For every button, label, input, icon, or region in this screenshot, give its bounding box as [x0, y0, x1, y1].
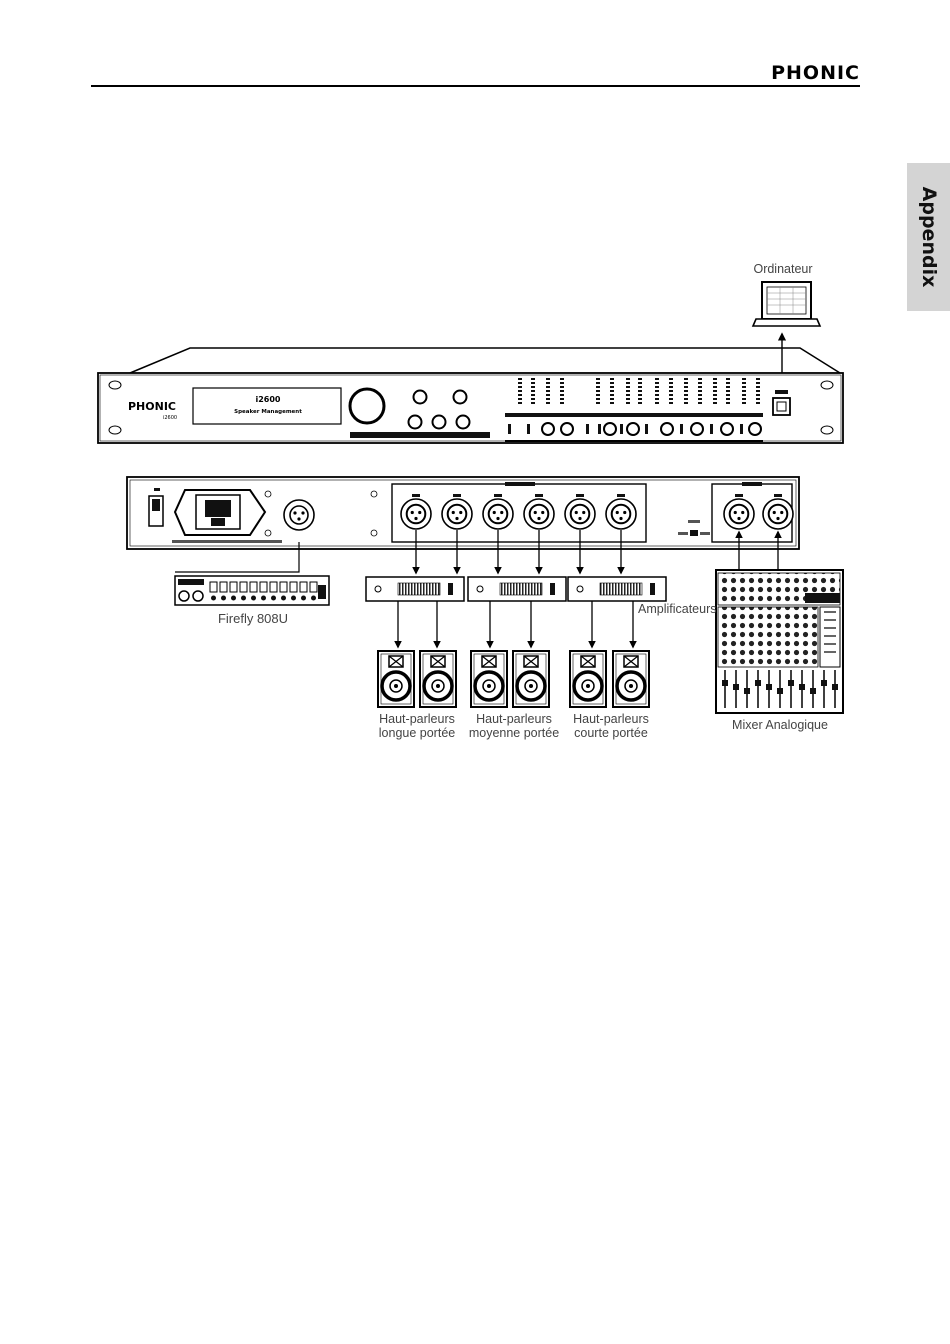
lcd-title: i2600: [255, 395, 280, 404]
speakers-long-line1: Haut-parleurs: [362, 712, 472, 726]
amplifiers: [366, 577, 666, 601]
speakers-long-label: Haut-parleurs longue portée: [362, 712, 472, 740]
speakers-short-line2: courte portée: [556, 726, 666, 740]
speakers-mid-line1: Haut-parleurs: [458, 712, 570, 726]
lcd-display: [193, 388, 341, 424]
speakers-short-line1: Haut-parleurs: [556, 712, 666, 726]
i2600-rear-panel: [127, 477, 799, 549]
firefly-label: Firefly 808U: [205, 612, 301, 626]
speakers-long-line2: longue portée: [362, 726, 472, 740]
amplifiers-label: Amplificateurs: [638, 602, 718, 616]
mixer-label: Mixer Analogique: [720, 718, 840, 732]
firefly-808u-device: [175, 576, 329, 605]
front-model-text: i2600: [163, 415, 177, 421]
encoder-knob: [350, 389, 384, 423]
computer-label: Ordinateur: [742, 262, 824, 276]
speakers-mid-label: Haut-parleurs moyenne portée: [458, 712, 570, 740]
speakers: [378, 651, 649, 707]
i2600-front-panel: PHONIC i2600 i2600 Speaker Management: [98, 348, 843, 443]
analog-mixer: [716, 570, 843, 713]
speakers-short-label: Haut-parleurs courte portée: [556, 712, 666, 740]
front-brand-text: PHONIC: [128, 400, 176, 413]
lcd-subtitle: Speaker Management: [234, 409, 302, 415]
laptop-icon: [753, 282, 820, 326]
speakers-mid-line2: moyenne portée: [458, 726, 570, 740]
